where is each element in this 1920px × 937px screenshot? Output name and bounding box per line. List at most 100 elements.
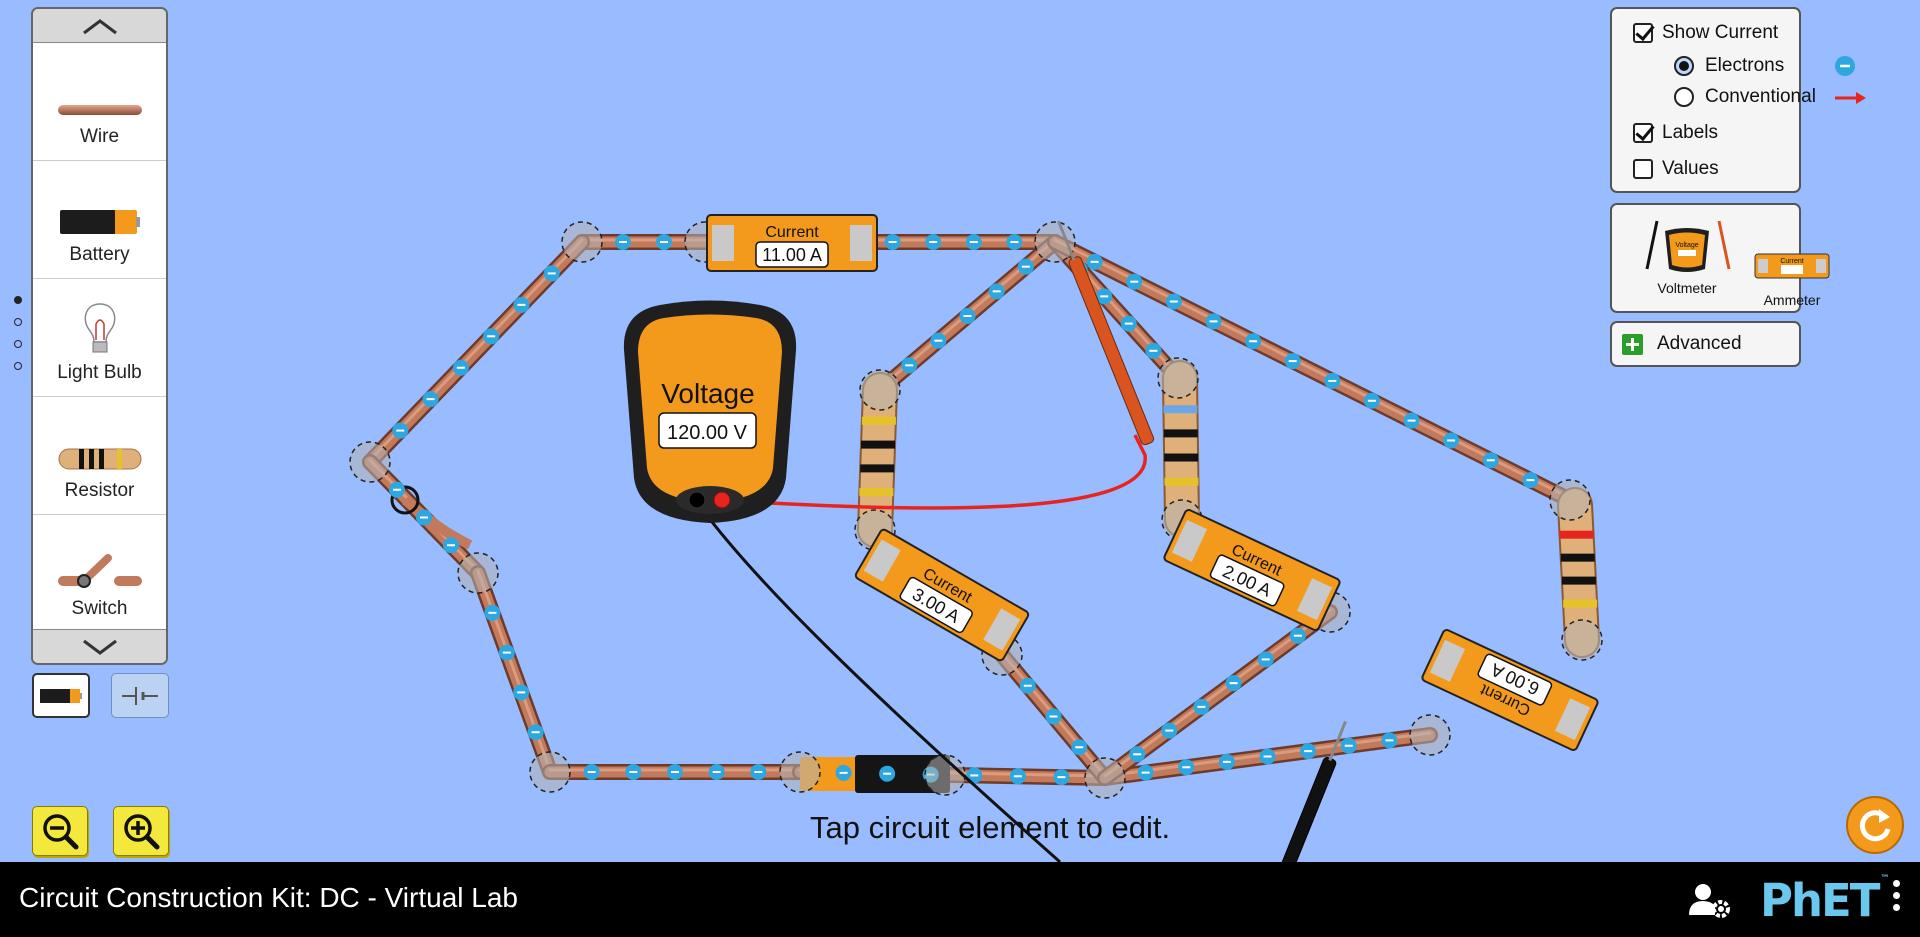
- toolbox-scroll-down-button[interactable]: [33, 629, 166, 663]
- vertex[interactable]: [1034, 221, 1076, 263]
- toolbox-item-resistor[interactable]: Resistor: [33, 397, 166, 515]
- circuit-element-toolbox: Wire Battery Light Bulb Resistor: [31, 7, 168, 665]
- electrons-radio[interactable]: Electrons: [1674, 55, 1855, 77]
- advanced-accordion[interactable]: Advanced: [1610, 321, 1801, 367]
- labels-checkbox[interactable]: Labels: [1633, 122, 1718, 144]
- display-options-panel: Show Current Electrons Conventional Labe…: [1610, 7, 1866, 193]
- vertex[interactable]: [1561, 619, 1603, 661]
- checkbox-box[interactable]: [1633, 159, 1653, 179]
- vertex[interactable]: [859, 369, 901, 411]
- show-current-checkbox[interactable]: Show Current: [1633, 22, 1778, 44]
- toolbox-item-wire[interactable]: Wire: [33, 43, 166, 161]
- values-label: Values: [1662, 158, 1719, 179]
- zoom-in-button[interactable]: [113, 806, 169, 856]
- vertex-layer[interactable]: [349, 221, 1603, 799]
- resistor-band: [861, 416, 896, 425]
- page-dot[interactable]: [14, 362, 22, 370]
- resistor-band: [859, 488, 894, 497]
- radio-button[interactable]: [1674, 56, 1694, 76]
- schematic-view-button[interactable]: [111, 673, 169, 718]
- voltmeter-icon-text: Voltage: [1675, 242, 1698, 249]
- page-dot[interactable]: [14, 318, 22, 326]
- battery-icon: [40, 688, 82, 703]
- expand-plus-icon[interactable]: [1622, 333, 1643, 355]
- vertex[interactable]: [349, 441, 391, 483]
- arrow-right-icon: [1835, 92, 1866, 104]
- resistor-band: [1164, 477, 1199, 486]
- vertex[interactable]: [457, 552, 499, 594]
- voltmeter-red-probe[interactable]: [1053, 218, 1155, 446]
- toolbox-scroll-up-button[interactable]: [33, 9, 166, 43]
- switch[interactable]: [390, 485, 473, 550]
- voltmeter[interactable]: Voltage 120.00 V: [0, 0, 1920, 862]
- toolbox-item-light-bulb[interactable]: Light Bulb: [33, 279, 166, 397]
- checkbox-box[interactable]: [1633, 23, 1653, 43]
- resistor-band: [1559, 530, 1594, 539]
- menu-dot: [1893, 880, 1900, 887]
- toolbox-item-switch[interactable]: Switch: [33, 515, 166, 633]
- chevron-down-icon: [82, 639, 117, 655]
- reset-all-button[interactable]: [1846, 796, 1904, 854]
- edit-hint: Tap circuit element to edit.: [810, 810, 1171, 845]
- toolbox-item-label: Light Bulb: [57, 362, 142, 383]
- ammeter-label: Ammeter: [1763, 292, 1821, 308]
- vertex[interactable]: [779, 751, 821, 793]
- resistor-band: [860, 464, 895, 473]
- resistor-band: [1561, 576, 1596, 585]
- vertex[interactable]: [529, 751, 571, 793]
- navigation-bar: Circuit Construction Kit: DC - Virtual L…: [0, 862, 1920, 937]
- conventional-label: Conventional: [1705, 86, 1816, 107]
- schematic-battery-icon: [122, 686, 158, 705]
- electrons-label: Electrons: [1705, 55, 1785, 76]
- phet-menu-button[interactable]: [1893, 880, 1901, 916]
- zoom-in-icon: [124, 814, 160, 850]
- reset-icon: [1859, 809, 1891, 842]
- vertex[interactable]: [1549, 479, 1591, 521]
- user-gear-icon: [1689, 884, 1730, 918]
- ammeter-icon: Current: [1754, 253, 1830, 279]
- wire-icon: [57, 105, 142, 115]
- lifelike-view-button[interactable]: [32, 673, 90, 718]
- radio-button[interactable]: [1674, 87, 1694, 107]
- user-settings-button[interactable]: [1688, 881, 1732, 924]
- vertex[interactable]: [561, 221, 603, 263]
- toolbox-item-battery[interactable]: Battery: [33, 161, 166, 279]
- resistor-band: [1164, 453, 1199, 462]
- resistor-band: [861, 440, 896, 449]
- page-dot[interactable]: [14, 296, 22, 304]
- resistor-icon: [58, 448, 141, 470]
- battery-icon: [59, 210, 140, 234]
- vertex[interactable]: [1084, 757, 1126, 799]
- battery[interactable]: [800, 755, 950, 793]
- page-dot[interactable]: [14, 340, 22, 348]
- vertex[interactable]: [1409, 714, 1451, 756]
- menu-dot: [1893, 892, 1900, 899]
- menu-dot: [1893, 904, 1900, 911]
- toolbox-item-label: Wire: [79, 126, 120, 147]
- ammeter-reading: 11.00 A: [762, 245, 822, 265]
- toolbox-item-label: Battery: [69, 244, 130, 265]
- voltmeter-black-probe[interactable]: [1272, 719, 1351, 862]
- advanced-label: Advanced: [1657, 333, 1742, 354]
- light-bulb-icon: [84, 303, 115, 353]
- resistor-band: [1163, 429, 1198, 438]
- vertex[interactable]: [1157, 357, 1199, 399]
- ammeter-tool[interactable]: Current Ammeter: [1754, 253, 1830, 308]
- checkbox-box[interactable]: [1633, 123, 1653, 143]
- switch-icon: [57, 554, 142, 588]
- voltmeter-label: Voltmeter: [1657, 280, 1717, 296]
- toolbox-page-indicator: [14, 296, 24, 384]
- values-checkbox[interactable]: Values: [1633, 158, 1719, 180]
- toolbox-item-label: Resistor: [64, 480, 135, 501]
- voltmeter-tool[interactable]: Voltage Voltmeter: [1637, 211, 1737, 296]
- voltmeter-black-lead[interactable]: [695, 501, 1061, 862]
- zoom-out-button[interactable]: [32, 806, 88, 856]
- conventional-radio[interactable]: Conventional: [1674, 86, 1866, 108]
